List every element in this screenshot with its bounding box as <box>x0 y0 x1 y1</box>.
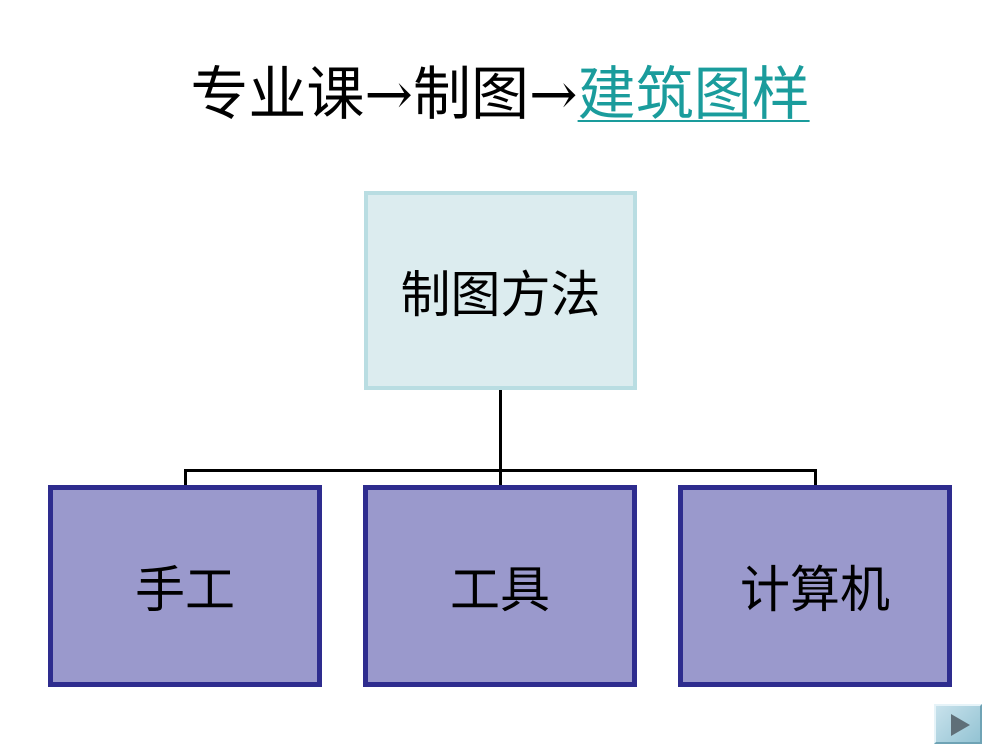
root-node-label: 制图方法 <box>400 265 601 324</box>
title-breadcrumb: 专业课→制图→ <box>190 60 578 128</box>
connector-child-3 <box>814 469 817 486</box>
connector-root-vertical <box>499 390 502 470</box>
root-node: 制图方法 <box>364 191 637 390</box>
title-link[interactable]: 建筑图样 <box>577 60 810 128</box>
slide-title: 专业课→制图→建筑图样 <box>0 58 1000 130</box>
next-slide-button[interactable] <box>934 704 982 744</box>
connector-child-2 <box>499 469 502 486</box>
child-node-label: 计算机 <box>740 561 890 619</box>
connector-child-1 <box>184 469 187 486</box>
child-node-label: 手工 <box>135 561 235 619</box>
play-triangle-icon <box>951 714 970 736</box>
child-node: 工具 <box>363 485 637 687</box>
child-node: 计算机 <box>678 485 952 687</box>
child-node: 手工 <box>48 485 322 687</box>
child-node-label: 工具 <box>450 561 550 619</box>
